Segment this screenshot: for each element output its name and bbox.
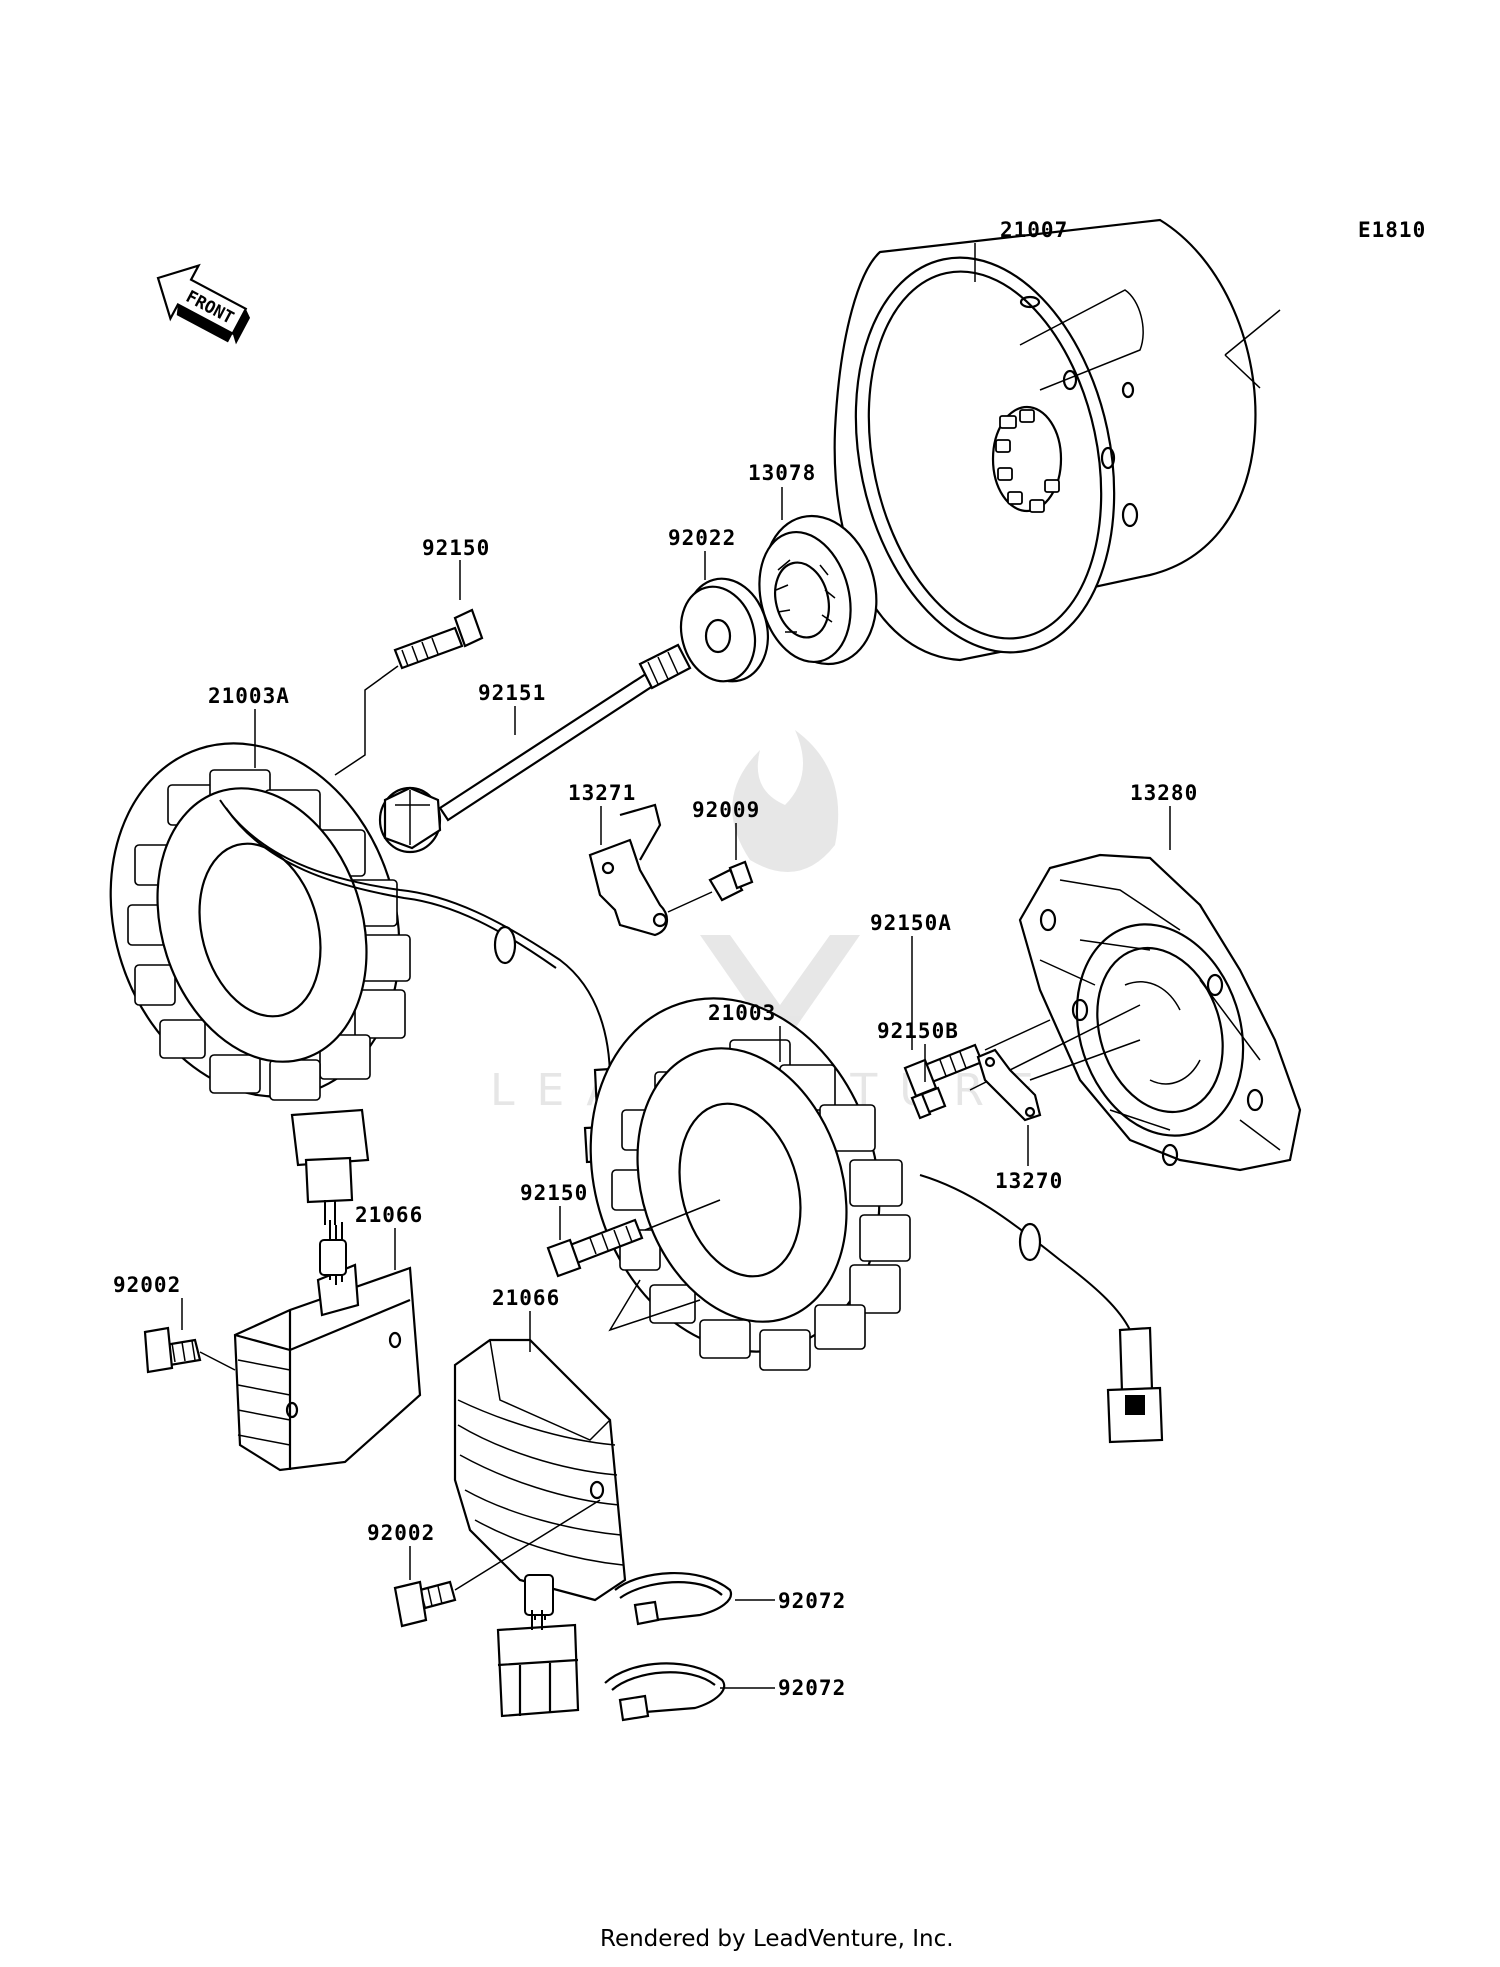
stator-cover xyxy=(1018,853,1302,1172)
stator xyxy=(589,997,1164,1444)
regulator-right xyxy=(453,1338,627,1718)
bolt-mid xyxy=(546,1218,644,1278)
reg-bolt-left xyxy=(143,1326,202,1374)
rotor-flywheel xyxy=(833,218,1281,662)
washer xyxy=(679,577,770,683)
label-gear: 13078 xyxy=(748,461,816,485)
footer-credit: Rendered by LeadVenture, Inc. xyxy=(600,1926,954,1952)
label-clamp-top: 92072 xyxy=(778,1589,846,1613)
label-bolt-150b: 92150B xyxy=(877,1019,959,1043)
regulator-left xyxy=(233,1108,422,1472)
label-reg-bolt-right: 92002 xyxy=(367,1521,435,1545)
clamp-bottom xyxy=(604,1662,726,1722)
label-bracket: 13271 xyxy=(568,781,636,805)
clamp-top xyxy=(614,1572,733,1626)
retaining-plate xyxy=(976,1048,1042,1122)
label-stator-a: 21003A xyxy=(208,684,290,708)
label-washer: 92022 xyxy=(668,526,736,550)
label-bolt-150a: 92150A xyxy=(870,911,952,935)
front-arrow-icon: FRONT xyxy=(156,263,251,345)
label-cover: 13280 xyxy=(1130,781,1198,805)
label-stator: 21003 xyxy=(708,1001,776,1025)
label-bracket-bolt: 92009 xyxy=(692,798,760,822)
label-regulator-right: 21066 xyxy=(492,1286,560,1310)
label-long-bolt: 92151 xyxy=(478,681,546,705)
bolt-150a xyxy=(903,1043,984,1098)
label-clamp-bottom: 92072 xyxy=(778,1676,846,1700)
label-rotor: 21007 xyxy=(1000,218,1068,242)
label-bolt-mid: 92150 xyxy=(520,1181,588,1205)
bracket xyxy=(588,803,668,937)
bolt-150b xyxy=(910,1086,947,1120)
starter-gear xyxy=(758,514,878,666)
long-bolt xyxy=(378,643,692,854)
label-plate: 13270 xyxy=(995,1169,1063,1193)
label-reg-bolt-left: 92002 xyxy=(113,1273,181,1297)
label-bolt-top: 92150 xyxy=(422,536,490,560)
reg-bolt-right xyxy=(393,1580,457,1628)
bracket-bolt xyxy=(708,860,754,902)
label-regulator-left: 21066 xyxy=(355,1203,423,1227)
diagram-code: E1810 xyxy=(1358,218,1426,242)
bolt-top xyxy=(393,608,484,670)
